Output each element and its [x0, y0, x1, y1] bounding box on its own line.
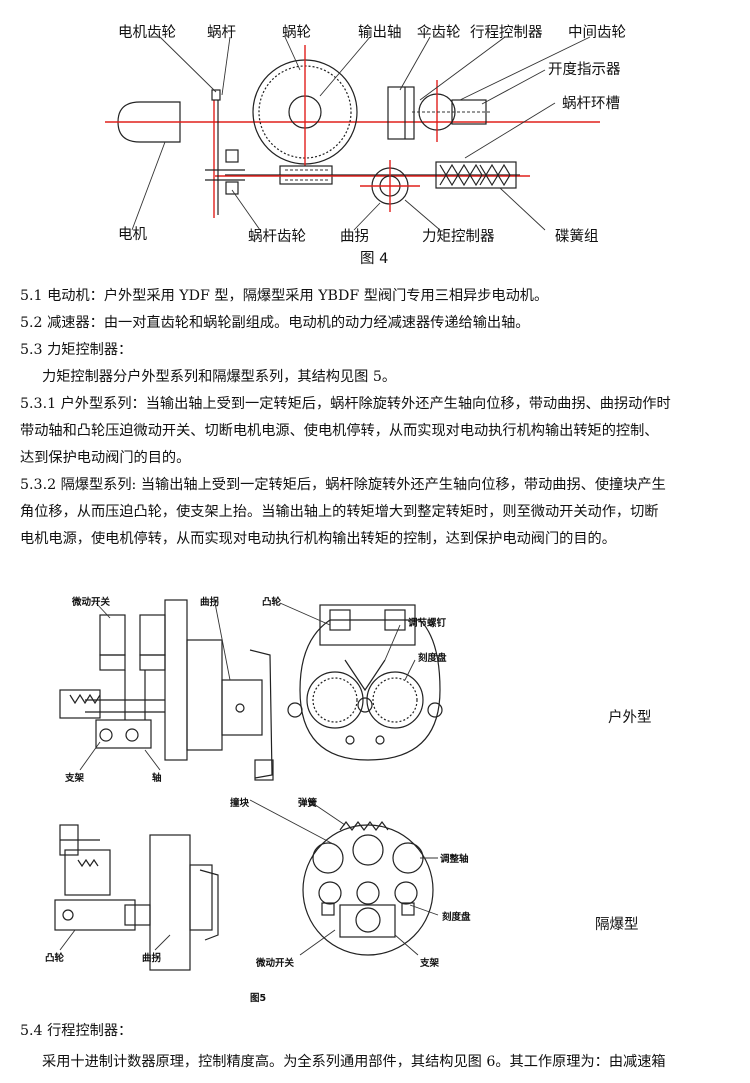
fig5-label-bracket-a: 支架 — [65, 773, 85, 784]
section-5-4-heading: 5.4 行程控制器： — [20, 1023, 133, 1039]
section-5-3-1-line-3: 达到保护电动阀门的目的。 — [20, 450, 191, 466]
section-5-3-1-line-2: 带动轴和凸轮压迫微动开关、切断电机电源、使电机停转，从而实现对电动执行机构输出转… — [20, 423, 659, 439]
section-5-3-2-line-1: 5.3.2 隔爆型系列: 当输出轴上受到一定转矩后，蜗杆除旋转外还产生轴向位移，… — [20, 477, 666, 493]
fig4-label-disc-spring-set: 碟簧组 — [555, 229, 599, 245]
section-5-3-2-line-3: 电机电源，使电机停转，从而实现对电动执行机构输出转矩的控制，达到保护电动阀门的目… — [20, 531, 616, 547]
fig4-label-crank: 曲拐 — [340, 229, 369, 245]
fig4-caption: 图 4 — [360, 251, 389, 267]
fig5-label-microswitch-b: 微动开关 — [256, 958, 295, 969]
fig5-label-explosion-proof: 隔爆型 — [595, 917, 639, 933]
section-5-3-2-line-2: 角位移，从而压迫凸轮，使支架上抬。当输出轴上的转矩增大到整定转矩时，则至微动开关… — [20, 504, 659, 520]
fig4-label-worm-ring-groove: 蜗杆环槽 — [562, 96, 620, 112]
fig5-label-outdoor: 户外型 — [608, 710, 652, 726]
fig4-label-middle-gear: 中间齿轮 — [568, 25, 626, 41]
fig4-label-output-shaft: 输出轴 — [358, 25, 402, 41]
fig5-label-cam-a: 凸轮 — [262, 597, 282, 608]
section-5-1: 5.1 电动机：户外型采用 YDF 型，隔爆型采用 YBDF 型阀门专用三相异步… — [20, 288, 549, 304]
fig5-label-dial-b: 刻度盘 — [442, 912, 471, 923]
fig5-label-dial-a: 刻度盘 — [418, 653, 447, 664]
fig4-label-torque-controller: 力矩控制器 — [422, 229, 495, 245]
fig4-label-travel-controller: 行程控制器 — [470, 25, 543, 41]
figure-4-drawing — [105, 36, 600, 231]
section-5-3-heading: 5.3 力矩控制器： — [20, 342, 133, 358]
fig5-label-striker: 撞块 — [230, 798, 250, 809]
fig5-label-crank-b: 曲拐 — [142, 953, 162, 964]
section-5-4-body: 采用十进制计数器原理，控制精度高。为全系列通用部件，其结构见图 6。其工作原理为… — [42, 1054, 666, 1070]
fig5-caption: 图5 — [250, 993, 267, 1004]
fig4-label-worm: 蜗杆 — [207, 25, 236, 41]
fig5-label-adjust-shaft: 调整轴 — [440, 854, 469, 865]
fig4-label-motor-gear: 电机齿轮 — [118, 25, 176, 41]
fig5-label-bracket-b: 支架 — [420, 958, 440, 969]
fig5-label-spring: 弹簧 — [298, 798, 318, 809]
fig5-label-adjust-screw: 调节螺钉 — [408, 618, 447, 629]
fig4-label-worm-wheel: 蜗轮 — [282, 25, 311, 41]
fig5-label-shaft-a: 轴 — [152, 773, 162, 784]
section-5-3-body: 力矩控制器分户外型系列和隔爆型系列，其结构见图 5。 — [42, 369, 397, 385]
fig4-label-motor: 电机 — [118, 227, 147, 243]
fig5-label-crank-a: 曲拐 — [200, 597, 220, 608]
section-5-3-1-line-1: 5.3.1 户外型系列：当输出轴上受到一定转矩后，蜗杆除旋转外还产生轴向位移，带… — [20, 396, 671, 412]
fig5-label-cam-b: 凸轮 — [45, 953, 65, 964]
figure-5-drawing — [54, 599, 443, 971]
fig5-label-microswitch-a: 微动开关 — [72, 597, 111, 608]
fig4-label-bevel-gear: 伞齿轮 — [417, 25, 461, 41]
fig4-label-opening-indicator: 开度指示器 — [548, 62, 621, 78]
fig4-label-worm-gear: 蜗杆齿轮 — [248, 229, 306, 245]
section-5-2: 5.2 减速器：由一对直齿轮和蜗轮副组成。电动机的动力经减速器传递给输出轴。 — [20, 315, 530, 331]
